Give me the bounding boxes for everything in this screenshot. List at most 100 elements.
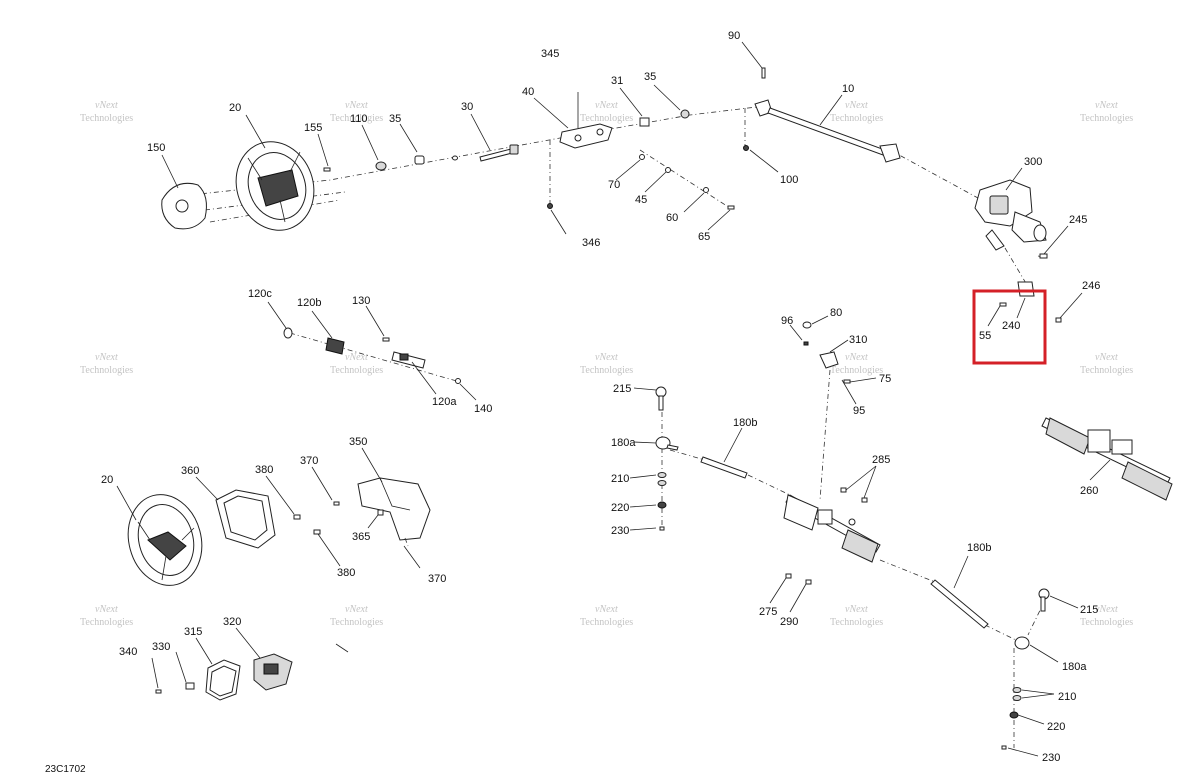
callout-215: 215 xyxy=(613,383,631,395)
svg-text:Technologies: Technologies xyxy=(580,365,633,376)
part-230-cotter-pin xyxy=(659,526,665,531)
callout-180a: 180a xyxy=(1062,661,1087,673)
assembly-line-rack xyxy=(661,369,1046,748)
diagram-reference-code: 23C1702 xyxy=(45,764,86,775)
part-150-cover xyxy=(161,182,207,230)
part-155-screw xyxy=(323,167,331,172)
part-140-nut xyxy=(455,378,461,384)
callout-210: 210 xyxy=(1058,691,1076,703)
svg-text:Technologies: Technologies xyxy=(580,617,633,628)
callout-370: 370 xyxy=(300,455,318,467)
callout-35: 35 xyxy=(644,71,656,83)
callout-260: 260 xyxy=(1080,485,1098,497)
part-40-bracket xyxy=(559,92,613,149)
part-340-screw xyxy=(155,689,162,694)
part-380-clip xyxy=(293,514,321,535)
svg-text:vNext: vNext xyxy=(595,604,618,615)
callout-65: 65 xyxy=(698,231,710,243)
callout-20: 20 xyxy=(101,474,113,486)
svg-text:Technologies: Technologies xyxy=(830,113,883,124)
part-240-sensor xyxy=(1017,281,1035,297)
svg-text:Technologies: Technologies xyxy=(80,113,133,124)
callout-96: 96 xyxy=(781,315,793,327)
callout-246: 246 xyxy=(1082,280,1100,292)
callout-345: 345 xyxy=(541,48,559,60)
callout-380: 380 xyxy=(337,567,355,579)
callout-240: 240 xyxy=(1002,320,1020,332)
part-260-rack-preview xyxy=(1041,417,1173,501)
svg-text:Technologies: Technologies xyxy=(330,365,383,376)
svg-text:vNext: vNext xyxy=(845,100,868,111)
callout-20: 20 xyxy=(229,102,241,114)
svg-text:Technologies: Technologies xyxy=(1080,617,1133,628)
part-300-eps-unit xyxy=(974,179,1047,251)
callout-labels: 10 20 20 30 31 35 35 40 45 55 60 65 70 7… xyxy=(101,30,1100,764)
callout-220: 220 xyxy=(1047,721,1065,733)
callout-75: 75 xyxy=(879,373,891,385)
svg-text:vNext: vNext xyxy=(95,100,118,111)
callout-45: 45 xyxy=(635,194,647,206)
part-120b-bushing xyxy=(325,337,345,355)
part-10-intermediate-shaft xyxy=(754,99,901,163)
part-215-bolt-right xyxy=(1038,588,1050,612)
svg-text:vNext: vNext xyxy=(1095,604,1118,615)
svg-text:vNext: vNext xyxy=(95,352,118,363)
part-20-steering-wheel-lower xyxy=(127,494,203,586)
part-180b-tie-rod-right xyxy=(930,579,989,629)
part-360-trim xyxy=(215,489,276,549)
callout-30: 30 xyxy=(461,101,473,113)
part-320-module xyxy=(253,653,293,691)
part-180a-tie-rod-end-right xyxy=(1014,636,1030,650)
callout-310: 310 xyxy=(849,334,867,346)
callout-245: 245 xyxy=(1069,214,1087,226)
callout-300: 300 xyxy=(1024,156,1042,168)
part-120c-o-ring xyxy=(283,327,293,339)
callout-95: 95 xyxy=(853,405,865,417)
svg-text:vNext: vNext xyxy=(345,352,368,363)
callout-60: 60 xyxy=(666,212,678,224)
part-35-spacer xyxy=(414,155,425,165)
callout-120c: 120c xyxy=(248,288,272,300)
svg-text:Technologies: Technologies xyxy=(1080,365,1133,376)
svg-text:vNext: vNext xyxy=(845,604,868,615)
part-275-pin xyxy=(785,573,792,579)
part-370-screw xyxy=(333,501,340,506)
callout-365: 365 xyxy=(352,531,370,543)
callout-150: 150 xyxy=(147,142,165,154)
callout-180b: 180b xyxy=(733,417,757,429)
part-310-bracket xyxy=(819,351,839,369)
part-285-bolts xyxy=(840,487,868,503)
part-95-bolt xyxy=(843,379,851,384)
svg-text:Technologies: Technologies xyxy=(1080,113,1133,124)
part-180b-tie-rod xyxy=(700,456,748,479)
callout-290: 290 xyxy=(780,616,798,628)
part-260-rack-assembly xyxy=(783,494,881,563)
callout-120b: 120b xyxy=(297,297,321,309)
callout-35: 35 xyxy=(389,113,401,125)
svg-text:Technologies: Technologies xyxy=(80,365,133,376)
part-96-screw xyxy=(803,341,809,346)
callout-340: 340 xyxy=(119,646,137,658)
callout-110: 110 xyxy=(350,113,368,125)
callout-380: 380 xyxy=(255,464,273,476)
svg-text:Technologies: Technologies xyxy=(580,113,633,124)
callout-10: 10 xyxy=(842,83,854,95)
svg-text:vNext: vNext xyxy=(595,100,618,111)
part-180a-tie-rod-end xyxy=(655,436,679,451)
svg-text:vNext: vNext xyxy=(345,604,368,615)
svg-text:vNext: vNext xyxy=(1095,100,1118,111)
part-130-screw xyxy=(382,337,390,342)
callout-40: 40 xyxy=(522,86,534,98)
leader-lines xyxy=(116,41,1111,757)
callout-90: 90 xyxy=(728,30,740,42)
